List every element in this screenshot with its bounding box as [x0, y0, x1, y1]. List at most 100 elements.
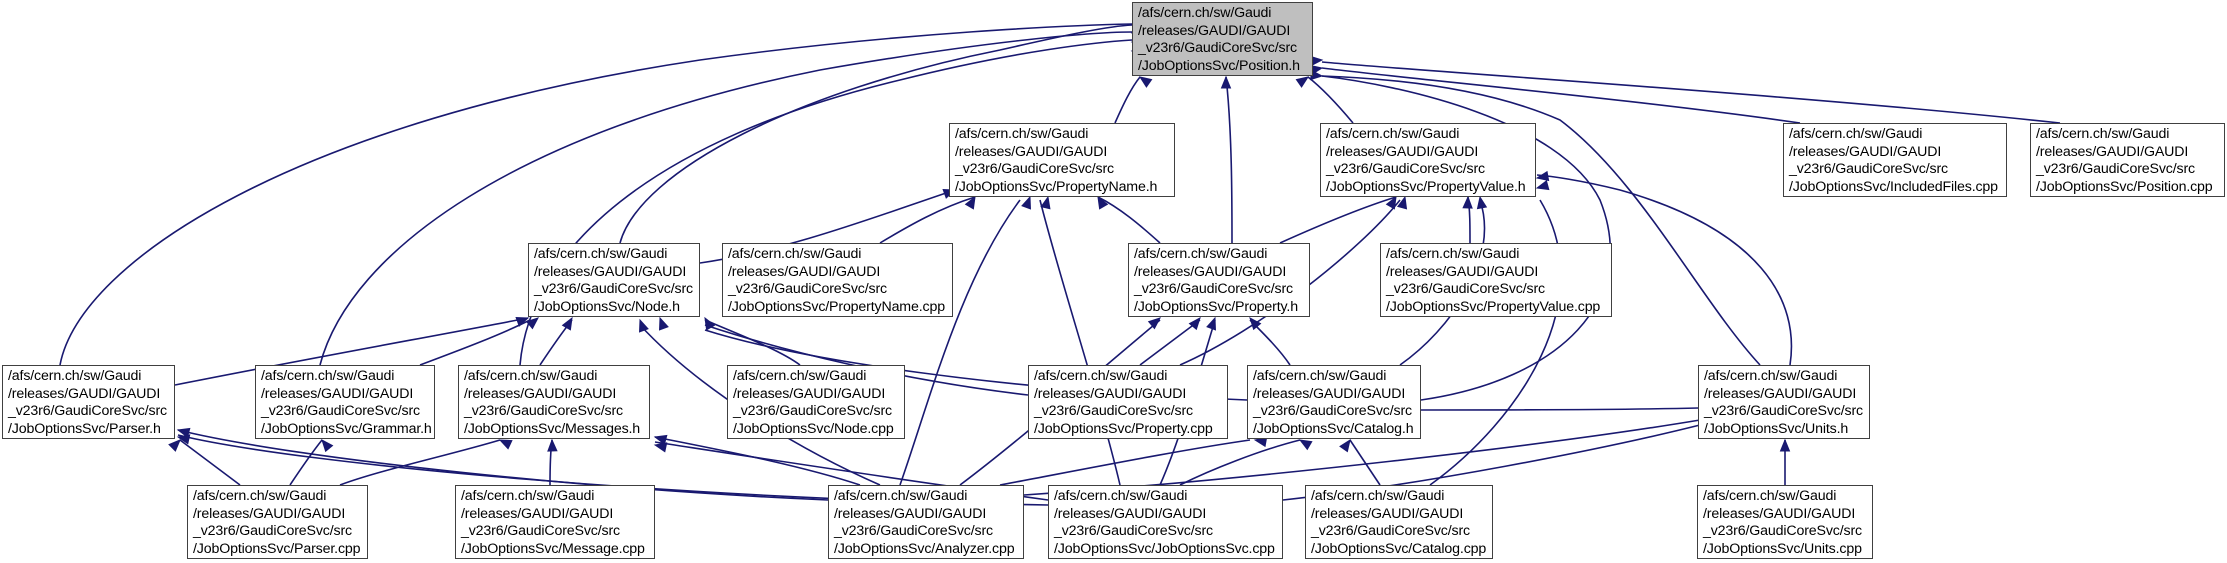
- node-label-line: /releases/GAUDI/GAUDI: [728, 263, 881, 280]
- dependency-edge: [1349, 439, 1381, 486]
- graph-node-grammar-h[interactable]: /afs/cern.ch/sw/Gaudi/releases/GAUDI/GAU…: [255, 365, 435, 439]
- graph-node-analyzer-cpp[interactable]: /afs/cern.ch/sw/Gaudi/releases/GAUDI/GAU…: [828, 485, 1024, 559]
- node-label-line: /afs/cern.ch/sw/Gaudi: [834, 488, 968, 504]
- graph-node-propertyvalue-h[interactable]: /afs/cern.ch/sw/Gaudi/releases/GAUDI/GAU…: [1320, 123, 1536, 197]
- graph-node-includedfiles-cpp[interactable]: /afs/cern.ch/sw/Gaudi/releases/GAUDI/GAU…: [1783, 123, 2007, 197]
- node-label-line: _v23r6/GaudiCoreSvc/src: [1704, 403, 1863, 420]
- node-label-line: /releases/GAUDI/GAUDI: [461, 505, 614, 522]
- edge-arrowhead: [659, 316, 669, 331]
- node-label-line: _v23r6/GaudiCoreSvc/src: [1386, 281, 1545, 298]
- dependency-edge: [1420, 407, 1699, 411]
- node-label-line: /releases/GAUDI/GAUDI: [1703, 505, 1856, 522]
- dependency-edge: [1097, 196, 1161, 244]
- node-label-line: /JobOptionsSvc/PropertyValue.cpp: [1386, 298, 1601, 315]
- graph-node-messages-h[interactable]: /afs/cern.ch/sw/Gaudi/releases/GAUDI/GAU…: [458, 365, 650, 439]
- dependency-edge: [1249, 319, 1291, 366]
- dependency-edge: [179, 439, 241, 486]
- node-label-line: /JobOptionsSvc/Message.cpp: [461, 540, 645, 557]
- edge-arrowhead: [176, 427, 191, 439]
- node-label-line: /JobOptionsSvc/Parser.h: [8, 420, 161, 437]
- node-label-line: _v23r6/GaudiCoreSvc/src: [1034, 403, 1193, 420]
- edge-arrowhead: [1396, 195, 1408, 210]
- graph-node-propertyname-cpp[interactable]: /afs/cern.ch/sw/Gaudi/releases/GAUDI/GAU…: [722, 243, 953, 317]
- node-label-line: /releases/GAUDI/GAUDI: [1789, 143, 1942, 160]
- node-label-line: /afs/cern.ch/sw/Gaudi: [1326, 126, 1460, 142]
- node-label-line: /JobOptionsSvc/Position.cpp: [2036, 178, 2213, 195]
- graph-node-catalog-h[interactable]: /afs/cern.ch/sw/Gaudi/releases/GAUDI/GAU…: [1247, 365, 1421, 439]
- dependency-edge: [1321, 61, 2061, 124]
- node-label-line: /JobOptionsSvc/JobOptionsSvc.cpp: [1054, 540, 1275, 557]
- edge-arrowhead: [1249, 316, 1262, 331]
- dependency-edge: [419, 319, 531, 366]
- node-label-line: /afs/cern.ch/sw/Gaudi: [461, 488, 595, 504]
- dependency-edge: [999, 439, 1251, 486]
- node-label-line: _v23r6/GaudiCoreSvc/src: [1703, 523, 1862, 540]
- dependency-edge: [339, 439, 501, 486]
- node-label-line: /releases/GAUDI/GAUDI: [1134, 263, 1287, 280]
- graph-node-units-h[interactable]: /afs/cern.ch/sw/Gaudi/releases/GAUDI/GAU…: [1698, 365, 1870, 439]
- node-label-line: /afs/cern.ch/sw/Gaudi: [464, 368, 598, 384]
- graph-node-node-h[interactable]: /afs/cern.ch/sw/Gaudi/releases/GAUDI/GAU…: [528, 243, 700, 317]
- node-label-line: /releases/GAUDI/GAUDI: [1311, 505, 1464, 522]
- node-label-line: /JobOptionsSvc/Property.h: [1134, 298, 1298, 315]
- node-label-line: /afs/cern.ch/sw/Gaudi: [193, 488, 327, 504]
- dependency-edge: [879, 196, 976, 244]
- node-label-line: /releases/GAUDI/GAUDI: [1054, 505, 1207, 522]
- node-label-line: _v23r6/GaudiCoreSvc/src: [1253, 403, 1412, 420]
- graph-node-propertyvalue-cpp[interactable]: /afs/cern.ch/sw/Gaudi/releases/GAUDI/GAU…: [1380, 243, 1612, 317]
- node-label-line: /afs/cern.ch/sw/Gaudi: [1311, 488, 1445, 504]
- graph-node-message-cpp[interactable]: /afs/cern.ch/sw/Gaudi/releases/GAUDI/GAU…: [455, 485, 655, 559]
- node-label-line: /releases/GAUDI/GAUDI: [193, 505, 346, 522]
- node-label-line: /afs/cern.ch/sw/Gaudi: [2036, 126, 2170, 142]
- dependency-edge: [1225, 76, 1233, 244]
- node-label-line: /JobOptionsSvc/PropertyName.cpp: [728, 298, 945, 315]
- edge-arrowhead: [1206, 316, 1216, 331]
- node-label-line: /afs/cern.ch/sw/Gaudi: [955, 126, 1089, 142]
- edge-arrowhead: [1339, 438, 1351, 453]
- node-label-line: /JobOptionsSvc/Position.h: [1138, 57, 1300, 74]
- dependency-edge: [1307, 76, 1354, 124]
- graph-node-parser-h[interactable]: /afs/cern.ch/sw/Gaudi/releases/GAUDI/GAU…: [2, 365, 175, 439]
- graph-node-position-cpp[interactable]: /afs/cern.ch/sw/Gaudi/releases/GAUDI/GAU…: [2030, 123, 2225, 197]
- node-label-line: /afs/cern.ch/sw/Gaudi: [261, 368, 395, 384]
- node-label-line: /afs/cern.ch/sw/Gaudi: [1253, 368, 1387, 384]
- edge-arrowhead: [1535, 170, 1550, 182]
- dependency-edge: [1321, 67, 1801, 124]
- graph-node-parser-cpp[interactable]: /afs/cern.ch/sw/Gaudi/releases/GAUDI/GAU…: [187, 485, 368, 559]
- node-label-line: /releases/GAUDI/GAUDI: [733, 385, 886, 402]
- node-label-line: _v23r6/GaudiCoreSvc/src: [2036, 161, 2195, 178]
- graph-node-node-cpp[interactable]: /afs/cern.ch/sw/Gaudi/releases/GAUDI/GAU…: [727, 365, 905, 439]
- node-label-line: /releases/GAUDI/GAUDI: [834, 505, 987, 522]
- node-label-line: /releases/GAUDI/GAUDI: [1253, 385, 1406, 402]
- node-label-line: /releases/GAUDI/GAUDI: [1034, 385, 1187, 402]
- node-label-line: _v23r6/GaudiCoreSvc/src: [1138, 40, 1297, 57]
- node-label-line: /afs/cern.ch/sw/Gaudi: [1138, 5, 1272, 21]
- graph-node-units-cpp[interactable]: /afs/cern.ch/sw/Gaudi/releases/GAUDI/GAU…: [1697, 485, 1873, 559]
- node-label-line: _v23r6/GaudiCoreSvc/src: [1311, 523, 1470, 540]
- node-label-line: /JobOptionsSvc/Node.h: [534, 298, 680, 315]
- node-label-line: /afs/cern.ch/sw/Gaudi: [1703, 488, 1837, 504]
- node-label-line: /afs/cern.ch/sw/Gaudi: [733, 368, 867, 384]
- node-label-line: /afs/cern.ch/sw/Gaudi: [8, 368, 142, 384]
- graph-node-property-cpp[interactable]: /afs/cern.ch/sw/Gaudi/releases/GAUDI/GAU…: [1028, 365, 1228, 439]
- node-label-line: _v23r6/GaudiCoreSvc/src: [461, 523, 620, 540]
- graph-node-catalog-cpp[interactable]: /afs/cern.ch/sw/Gaudi/releases/GAUDI/GAU…: [1305, 485, 1493, 559]
- node-label-line: _v23r6/GaudiCoreSvc/src: [1134, 281, 1293, 298]
- graph-node-propertyname-h[interactable]: /afs/cern.ch/sw/Gaudi/releases/GAUDI/GAU…: [949, 123, 1175, 197]
- node-label-line: /JobOptionsSvc/Units.cpp: [1703, 540, 1862, 557]
- graph-node-property-h[interactable]: /afs/cern.ch/sw/Gaudi/releases/GAUDI/GAU…: [1128, 243, 1310, 317]
- graph-node-joboptionssvc-cpp[interactable]: /afs/cern.ch/sw/Gaudi/releases/GAUDI/GAU…: [1048, 485, 1283, 559]
- node-label-line: _v23r6/GaudiCoreSvc/src: [8, 403, 167, 420]
- dependency-edge: [289, 439, 323, 486]
- node-label-line: _v23r6/GaudiCoreSvc/src: [1326, 161, 1485, 178]
- node-label-line: /releases/GAUDI/GAUDI: [8, 385, 161, 402]
- edge-arrowhead: [1188, 316, 1201, 331]
- node-label-line: /JobOptionsSvc/Messages.h: [464, 420, 641, 437]
- node-label-line: /releases/GAUDI/GAUDI: [464, 385, 617, 402]
- dependency-edge: [654, 436, 861, 486]
- node-label-line: /afs/cern.ch/sw/Gaudi: [728, 246, 862, 262]
- node-label-line: /afs/cern.ch/sw/Gaudi: [1789, 126, 1923, 142]
- node-label-line: /releases/GAUDI/GAUDI: [534, 263, 687, 280]
- graph-node-position-h[interactable]: /afs/cern.ch/sw/Gaudi/releases/GAUDI/GAU…: [1132, 2, 1313, 76]
